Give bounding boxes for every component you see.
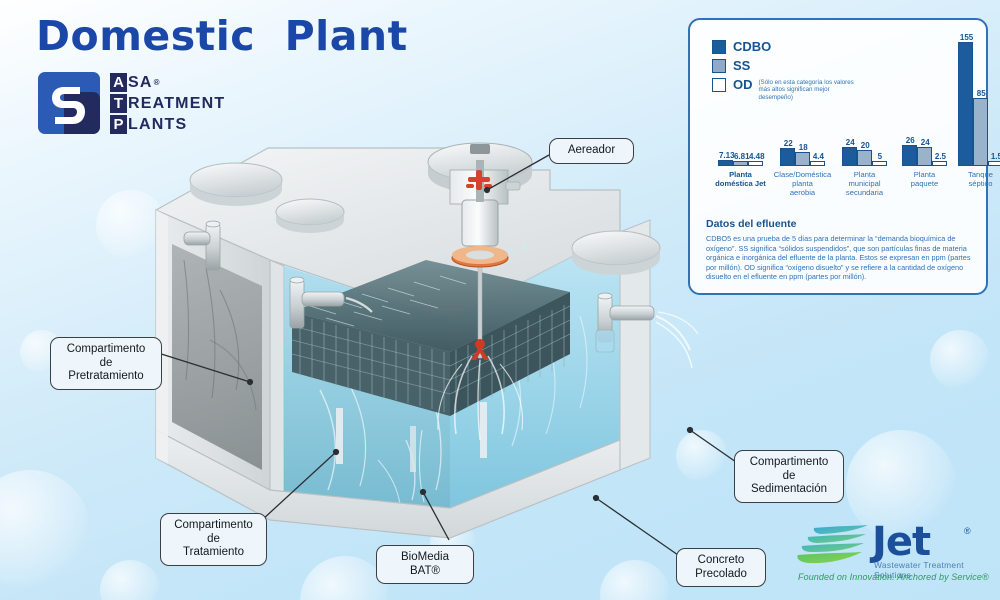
bar-value-label: 24: [920, 138, 930, 147]
bar-group-bars: 26 24 2.5: [902, 38, 947, 166]
bar-value-label: 5: [877, 152, 883, 161]
asa-s-monogram-icon: [38, 72, 100, 134]
asa-initial-t: T: [110, 94, 127, 113]
bar-od: 4.4: [810, 152, 825, 166]
bar-value-label: 4.4: [812, 152, 824, 161]
s-letter-shape: [52, 87, 85, 124]
category-label: Clase/Doméstica planta aerobia: [773, 170, 832, 197]
bar-od: 4.48: [748, 152, 765, 166]
bar-cdbo: 26: [902, 136, 917, 166]
legend-item-od: OD (Sólo en esta categoría los valores m…: [712, 78, 863, 101]
asa-registered-mark: ®: [153, 78, 160, 87]
legend-label-od: OD: [733, 77, 753, 92]
category-label: Planta paquete: [910, 170, 939, 188]
bar-value-label: 18: [798, 143, 808, 152]
bar-group-bars: 155 85 1.5: [958, 33, 1000, 166]
bar-od: 5: [872, 152, 887, 166]
jet-wordmark: Jet: [872, 519, 931, 565]
bar-od: 2.5: [932, 152, 947, 166]
effluent-data-panel: CDBO SS OD (Sólo en esta categoría los v…: [688, 18, 1000, 295]
jet-tagline: Founded on Innovation. Anchored by Servi…: [798, 572, 989, 582]
legend-item-cdbo: CDBO: [712, 40, 863, 54]
jet-swoosh-icon: [797, 525, 868, 564]
asa-initial-a: A: [110, 73, 127, 92]
bubble-decoration: [600, 560, 670, 600]
asa-initial-p: P: [110, 115, 127, 134]
callout-compartimento-pretratamiento[interactable]: Compartimento de Pretratamiento: [50, 337, 162, 390]
bar-ss: 18: [795, 143, 810, 166]
legend-label-cdbo: CDBO: [733, 39, 772, 54]
bar-group-bars: 22 18 4.4: [780, 38, 825, 166]
bubble-decoration: [930, 330, 990, 390]
bar-cdbo: 22: [780, 139, 795, 166]
bar-value-label: 155: [959, 33, 974, 42]
bubble-decoration: [0, 470, 90, 590]
legend-item-ss: SS: [712, 59, 863, 73]
asa-logo-text: A SA ® T REATMENT P LANTS: [110, 72, 225, 135]
bar-value-label: 4.48: [748, 152, 765, 161]
panel-heading: Datos del efluente: [706, 218, 797, 230]
bubble-decoration: [100, 560, 160, 600]
asa-word-treatment: REATMENT: [128, 94, 226, 112]
legend-swatch-od: [712, 78, 726, 92]
asa-word-plants: LANTS: [128, 115, 188, 133]
legend-note-od: (Sólo en esta categoría los valores más …: [758, 79, 854, 101]
bar-value-label: 24: [845, 138, 855, 147]
bar-value-label: 1.5: [990, 152, 1000, 161]
treatment-plant-cutaway-illustration: [150, 140, 710, 540]
callout-concreto-precolado[interactable]: Concreto Precolado: [676, 548, 766, 587]
callout-compartimento-sedimentacion[interactable]: Compartimento de Sedimentación: [734, 450, 844, 503]
panel-description: Datos del efluente CDBO5 es una prueba d…: [706, 218, 972, 282]
bar-cdbo: 24: [842, 138, 857, 166]
bar-ss: 6.81: [733, 152, 750, 166]
bar-cdbo: 155: [958, 33, 973, 166]
page-title: Domestic Plant: [36, 12, 408, 60]
bar-value-label: 2.5: [934, 152, 946, 161]
callout-compartimento-tratamiento[interactable]: Compartimento de Tratamiento: [160, 513, 267, 566]
bar-value-label: 7.13: [718, 151, 735, 160]
callout-aereador[interactable]: Aereador: [549, 138, 634, 164]
jet-subtitle: Wastewater Treatment Solutions: [874, 560, 964, 580]
jet-logo: Jet ® Wastewater Treatment Solutions Fou…: [796, 520, 992, 586]
bar-value-label: 22: [783, 139, 793, 148]
category-label: Tanque séptico: [968, 170, 993, 188]
legend-label-ss: SS: [733, 58, 751, 73]
bar-value-label: 6.81: [733, 152, 750, 161]
bar-od: 1.5: [988, 152, 1000, 166]
bar-ss: 20: [857, 141, 872, 166]
bar-ss: 24: [917, 138, 932, 166]
legend-swatch-ss: [712, 59, 726, 73]
bar-value-label: 26: [905, 136, 915, 145]
category-label: Planta municipal secundaria: [845, 170, 884, 197]
chart-legend: CDBO SS OD (Sólo en esta categoría los v…: [712, 40, 863, 106]
bar-ss: 85: [973, 89, 988, 166]
bar-cdbo: 7.13: [718, 151, 735, 166]
bar-group-bars: 24 20 5: [842, 38, 887, 166]
category-label: Planta doméstica Jet: [715, 170, 766, 188]
asa-word-sa: SA: [128, 73, 153, 91]
panel-paragraph: CDBO5 es una prueba de 5 días para deter…: [706, 234, 971, 282]
bar-value-label: 85: [976, 89, 986, 98]
bar-value-label: 20: [860, 141, 870, 150]
legend-swatch-cdbo: [712, 40, 726, 54]
callout-biomedia-bat[interactable]: BioMedia BAT®: [376, 545, 474, 584]
asa-treatment-plants-logo: A SA ® T REATMENT P LANTS: [38, 72, 225, 135]
jet-registered-mark: ®: [964, 526, 971, 536]
